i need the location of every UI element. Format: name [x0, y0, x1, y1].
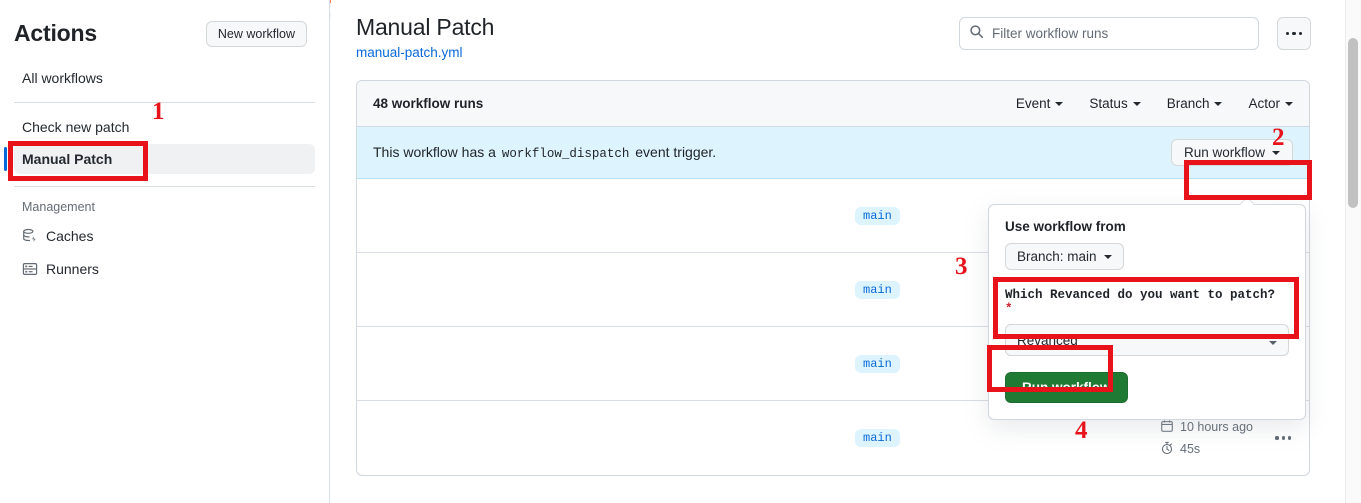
chevron-down-icon — [1285, 101, 1293, 106]
chevron-down-icon — [1272, 150, 1280, 155]
sidebar-item-label: Check new patch — [22, 119, 130, 135]
filter-actor[interactable]: Actor — [1248, 96, 1293, 111]
page-scrollbar[interactable] — [1345, 0, 1361, 503]
filter-group: Event Status Branch Actor — [1016, 96, 1293, 111]
input-label-text: Which Revanced do you want to patch? — [1005, 288, 1276, 302]
sidebar-item-label: Caches — [46, 228, 94, 244]
submit-run-workflow-button[interactable]: Run workflow — [1005, 372, 1128, 403]
sidebar-item-manual-patch[interactable]: Manual Patch — [4, 144, 315, 174]
sidebar-item-label: Manual Patch — [22, 151, 113, 167]
row-kebab-menu-icon[interactable] — [1275, 436, 1291, 440]
sidebar-item-label: All workflows — [22, 70, 103, 86]
branch-badge[interactable]: main — [855, 429, 900, 447]
kebab-menu-icon — [1286, 31, 1302, 36]
run-workflow-dropdown-button[interactable]: Run workflow — [1170, 139, 1293, 166]
sidebar-item-label: Runners — [46, 261, 99, 277]
filter-label: Actor — [1248, 96, 1280, 111]
branch-badge[interactable]: main — [855, 280, 900, 299]
sidebar-divider — [14, 102, 315, 103]
cache-icon — [22, 228, 38, 244]
scrollbar-thumb[interactable] — [1348, 38, 1358, 208]
sidebar-header: Actions New workflow — [0, 0, 329, 61]
filter-label: Event — [1015, 96, 1051, 111]
table-row[interactable]: main 10 hours ago — [357, 401, 1309, 475]
revanced-select-value: Revanced — [1017, 332, 1078, 348]
chevron-down-icon — [1103, 254, 1112, 259]
workflow-input-label: Which Revanced do you want to patch? * — [1005, 288, 1289, 316]
branch-selector-button[interactable]: Branch: main — [1005, 243, 1124, 270]
branch-badge[interactable]: main — [855, 354, 900, 373]
sidebar-item-check-new-patch[interactable]: Check new patch — [14, 112, 315, 142]
stopwatch-icon — [1160, 441, 1174, 458]
run-timestamp: 10 hours ago — [1160, 419, 1253, 436]
runners-icon — [22, 261, 38, 277]
run-workflow-button-label: Run workflow — [1183, 145, 1265, 160]
dispatch-message: This workflow has a workflow_dispatch ev… — [373, 144, 716, 161]
chevron-down-icon — [1214, 101, 1223, 106]
sidebar-section-management: Management — [22, 200, 95, 214]
calendar-icon — [1160, 419, 1174, 436]
sidebar-item-caches[interactable]: Caches — [14, 221, 315, 251]
run-count-label: 48 workflow runs — [373, 96, 484, 111]
main-header: Manual Patch manual-patch.yml — [331, 0, 1335, 60]
new-workflow-button[interactable]: New workflow — [205, 20, 307, 47]
search-icon — [969, 24, 984, 44]
run-metadata: 10 hours ago — [1160, 419, 1253, 458]
duration-text: 45s — [1180, 442, 1201, 456]
chevron-down-icon — [1055, 101, 1064, 106]
dispatch-text-after: event trigger. — [635, 144, 717, 160]
filter-label: Branch — [1166, 96, 1210, 111]
branch-selector-label: Branch: main — [1017, 249, 1097, 264]
required-marker: * — [1005, 302, 1013, 316]
search-field[interactable] — [959, 17, 1259, 50]
filter-status[interactable]: Status — [1089, 96, 1141, 111]
workflow-title: Manual Patch — [356, 14, 495, 40]
table-row[interactable]: main — [357, 253, 1309, 327]
run-workflow-panel: Use workflow from Branch: main Which Rev… — [988, 197, 1306, 420]
search-input[interactable] — [992, 26, 1249, 41]
dispatch-text-before: This workflow has a — [373, 144, 496, 160]
chevron-down-icon — [1132, 101, 1141, 106]
more-options-button[interactable] — [1277, 17, 1311, 50]
sidebar-item-all-workflows[interactable]: All workflows — [14, 63, 315, 93]
filter-event[interactable]: Event — [1016, 96, 1064, 111]
sidebar-divider — [14, 186, 315, 187]
timestamp-text: 10 hours ago — [1180, 420, 1253, 434]
run-duration: 45s — [1160, 441, 1200, 458]
use-workflow-from-label: Use workflow from — [1005, 219, 1126, 234]
workflow-file-link[interactable]: manual-patch.yml — [356, 45, 463, 60]
filter-label: Status — [1089, 96, 1128, 111]
actions-sidebar: Actions New workflow All workflows Check… — [0, 0, 330, 503]
select-arrows-icon — [1269, 335, 1277, 345]
table-row[interactable]: main — [357, 179, 1309, 253]
run-workflow-panel-body: Use workflow from Branch: main Which Rev… — [989, 205, 1305, 419]
filter-branch[interactable]: Branch — [1167, 96, 1223, 111]
workflow-runs-header: 48 workflow runs Event Status Branch — [357, 81, 1309, 127]
sidebar-item-runners[interactable]: Runners — [14, 254, 315, 284]
branch-badge[interactable]: main — [855, 206, 900, 225]
dispatch-event-code: workflow_dispatch — [501, 147, 630, 161]
revanced-select[interactable]: Revanced — [1005, 324, 1289, 356]
page-title: Actions — [14, 20, 97, 46]
workflow-dispatch-banner: This workflow has a workflow_dispatch ev… — [357, 127, 1309, 179]
